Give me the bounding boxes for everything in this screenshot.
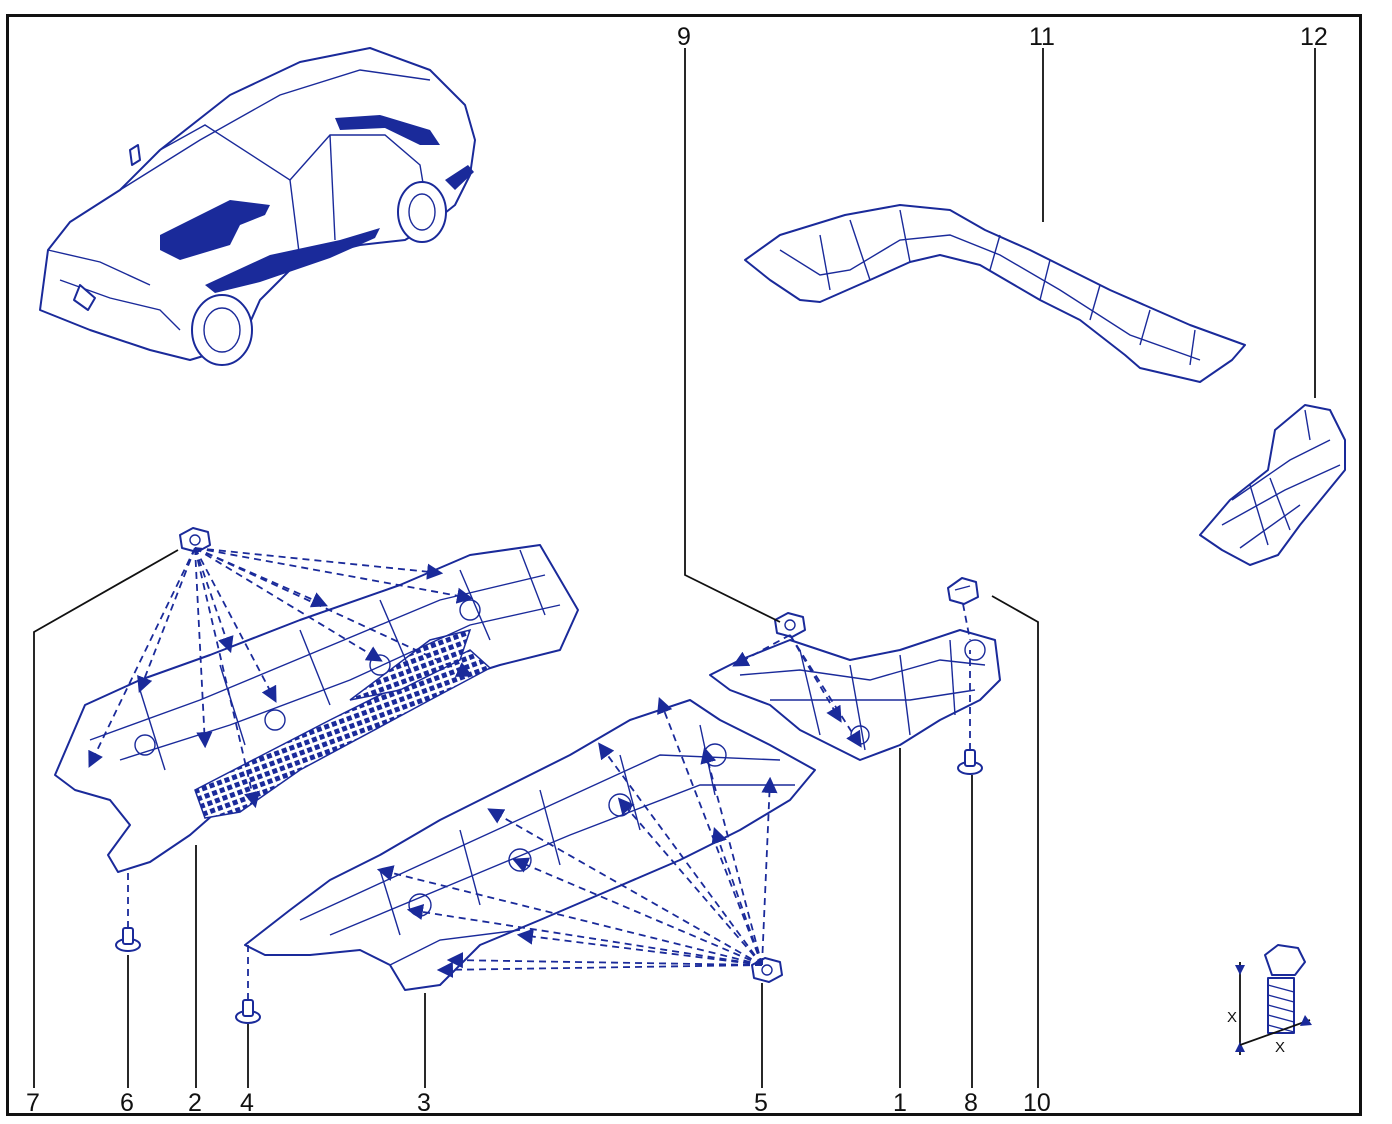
- part-2-shield: [54, 544, 579, 873]
- callout-8: 8: [964, 1089, 978, 1117]
- highlight-side-shield: [205, 228, 380, 293]
- part-6-screw: [115, 927, 141, 952]
- part-9-nut: [774, 612, 806, 638]
- part-11-shield: [744, 204, 1246, 383]
- callout-6: 6: [120, 1089, 134, 1117]
- callout-7: 7: [26, 1089, 40, 1117]
- leader-lines: [33, 48, 1316, 1088]
- callout-9: 9: [677, 23, 691, 51]
- part-8-screw: [957, 749, 983, 775]
- callout-11: 11: [1029, 23, 1055, 51]
- part-7-nut: [179, 527, 211, 553]
- highlight-rear-shield: [335, 115, 440, 145]
- car-illustration: [39, 47, 476, 366]
- callout-5: 5: [754, 1089, 768, 1117]
- part-3-shield: [244, 699, 816, 991]
- bolt-dimension-x-vertical: X: [1227, 1009, 1237, 1026]
- callout-10: 10: [1023, 1089, 1051, 1117]
- callout-12: 12: [1300, 23, 1328, 51]
- assembly-lines-nut-7: [88, 547, 474, 809]
- part-1-shield: [709, 629, 1001, 761]
- callout-2: 2: [188, 1089, 202, 1117]
- part-10-clip: [947, 577, 979, 605]
- bolt-dimension-symbol: X X: [1227, 944, 1312, 1056]
- assembly-lines-nut-9: [732, 634, 862, 748]
- callout-3: 3: [417, 1089, 431, 1117]
- assembly-lines-screws: [127, 603, 971, 1000]
- part-12-shield: [1199, 404, 1346, 566]
- highlight-front-shield: [160, 200, 270, 260]
- callout-numbers: 9 11 12 7 6 2 4 3 5 1 8 10: [26, 23, 1328, 1117]
- bolt-dimension-x-horizontal: X: [1275, 1039, 1285, 1056]
- callout-4: 4: [240, 1089, 254, 1117]
- part-4-screw: [235, 999, 261, 1024]
- assembly-lines-nut-5: [376, 696, 778, 978]
- highlight-wheel-arch: [445, 165, 474, 190]
- callout-1: 1: [893, 1089, 907, 1117]
